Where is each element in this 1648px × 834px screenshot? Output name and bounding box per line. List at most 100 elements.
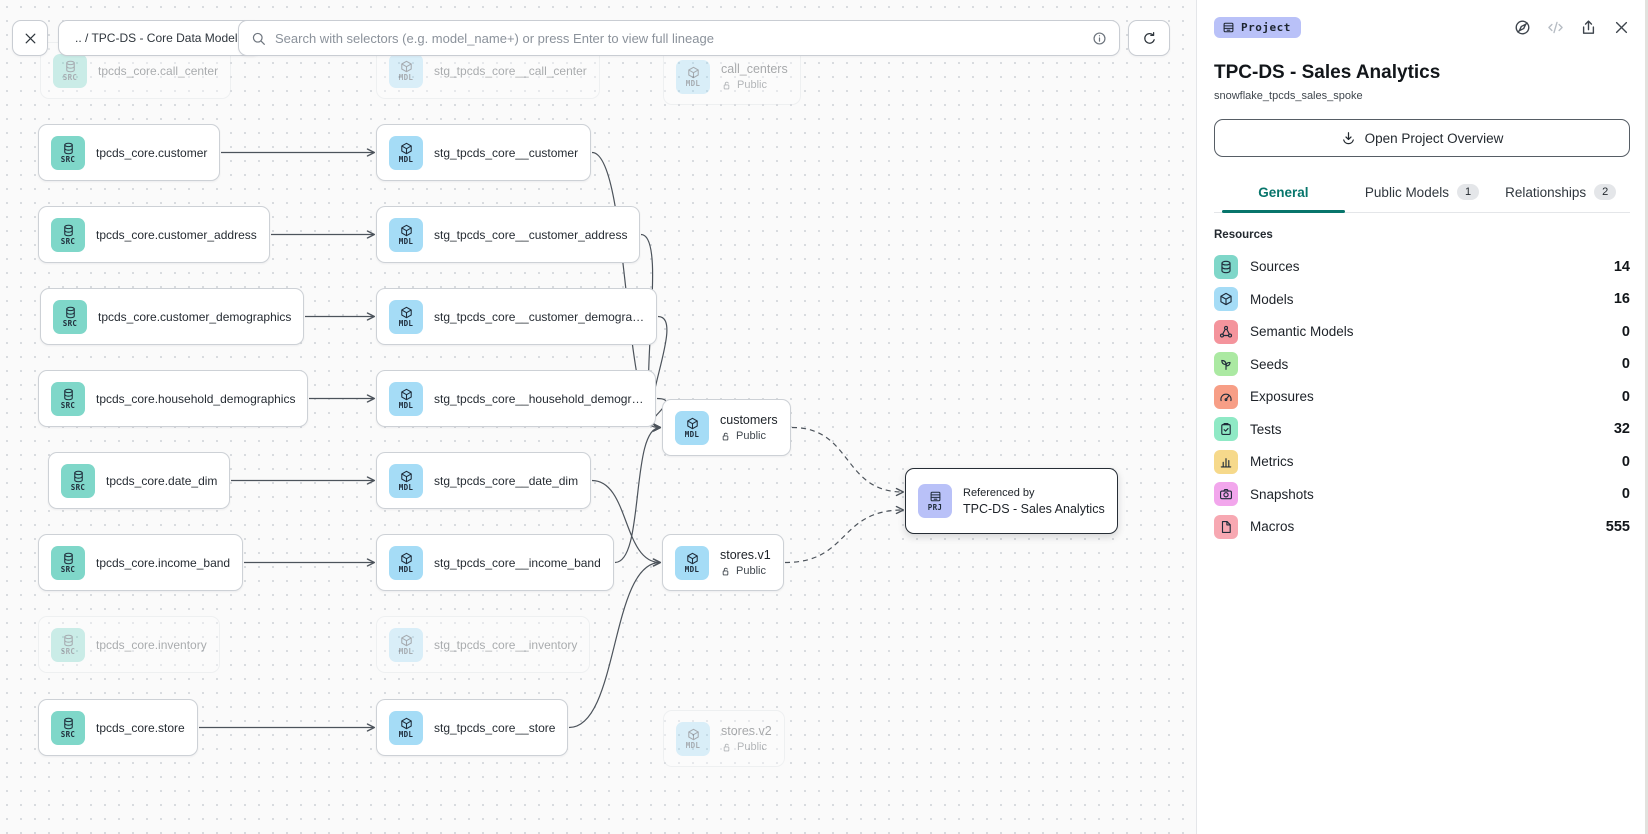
node-text: stg_tpcds_core__customer_address (434, 226, 627, 244)
graph-node-mdl_customer_address[interactable]: MDL stg_tpcds_core__customer_address (376, 206, 641, 263)
compass-icon[interactable] (1514, 19, 1531, 36)
resource-count: 0 (1621, 356, 1630, 373)
seedling-icon (1214, 352, 1238, 377)
edge-mdl_date_dim-to-pub_stores_v1 (591, 479, 662, 567)
mdl-badge: MDL (389, 627, 423, 662)
mdl-badge: MDL (389, 545, 423, 580)
node-text: tpcds_core.customer_demographics (98, 308, 291, 326)
resource-count: 0 (1621, 453, 1630, 470)
tab-count-badge: 1 (1456, 184, 1480, 200)
node-text: tpcds_core.customer (96, 144, 207, 162)
mdl-badge: MDL (389, 135, 423, 170)
node-text: tpcds_core.customer_address (96, 226, 257, 244)
node-text: stg_tpcds_core__customer (434, 144, 578, 162)
mdl-badge: MDL (389, 217, 423, 252)
code-slash-icon[interactable] (1547, 19, 1564, 36)
mdl-badge: MDL (389, 53, 423, 88)
resource-count: 16 (1613, 291, 1630, 308)
node-label: stg_tpcds_core__household_demogr… (434, 391, 644, 406)
node-label: tpcds_core.date_dim (106, 473, 218, 488)
project-icon (1222, 21, 1235, 34)
overview-button-label: Open Project Overview (1364, 130, 1504, 146)
node-access: Public (720, 430, 778, 442)
breadcrumb[interactable]: .. / TPC-DS - Core Data Models (58, 20, 261, 56)
mdl-badge: MDL (389, 381, 423, 416)
tab-label: Relationships (1505, 184, 1587, 200)
lineage-edges (199, 148, 905, 732)
node-text: stg_tpcds_core__income_band (434, 554, 601, 572)
refresh-lineage-button[interactable] (1128, 20, 1170, 56)
src-badge: SRC (51, 381, 85, 416)
mdl-badge: MDL (675, 410, 709, 445)
mdl-badge: MDL (676, 59, 710, 94)
graph-node-mdl_customer[interactable]: MDL stg_tpcds_core__customer (376, 124, 592, 181)
node-label: tpcds_core.customer (96, 145, 208, 160)
share-icon[interactable] (1580, 19, 1597, 36)
graph-node-prj_sales[interactable]: PRJ Referenced by TPC-DS - Sales Analytics (905, 468, 1118, 534)
node-title: TPC-DS - Sales Analytics (963, 501, 1105, 516)
info-icon[interactable] (1092, 31, 1107, 46)
tab-general[interactable]: General (1214, 172, 1353, 213)
resource-count: 0 (1621, 486, 1630, 503)
graph-node-mdl_income_band[interactable]: MDL stg_tpcds_core__income_band (376, 534, 614, 591)
breadcrumb-label: .. / TPC-DS - Core Data Models (75, 31, 244, 45)
node-title: customers (720, 413, 778, 427)
node-text: stg_tpcds_core__household_demogr… (434, 390, 643, 408)
close-icon[interactable] (1613, 19, 1630, 36)
node-title: stores.v1 (720, 548, 771, 562)
resource-row-metrics: Metrics 0 (1214, 446, 1630, 478)
tab-count-badge: 2 (1594, 184, 1617, 200)
src-badge: SRC (51, 217, 85, 252)
prj-badge: PRJ (918, 484, 952, 518)
graph-node-mdl_household_demographics[interactable]: MDL stg_tpcds_core__household_demogr… (376, 370, 657, 427)
gauge-icon (1214, 384, 1238, 409)
edge-mdl_store-to-pub_stores_v1 (568, 558, 662, 729)
clipboard-icon (1214, 417, 1238, 442)
node-label: tpcds_core.inventory (96, 637, 207, 652)
open-project-overview-button[interactable]: Open Project Overview (1214, 119, 1630, 157)
close-lineage-button[interactable] (12, 20, 48, 56)
node-text: tpcds_core.inventory (96, 636, 207, 654)
edge-pub_customers-to-prj_sales (791, 426, 905, 497)
search-input[interactable] (275, 30, 1083, 46)
resource-label: Metrics (1250, 454, 1294, 470)
node-label: tpcds_core.customer_address (96, 227, 257, 242)
tab-label: Public Models (1364, 184, 1449, 200)
node-toplabel: Referenced by (963, 486, 1035, 499)
node-text: stg_tpcds_core__date_dim (434, 472, 578, 490)
tab-public-models[interactable]: Public Models 1 (1353, 172, 1492, 212)
tab-relationships[interactable]: Relationships 2 (1491, 172, 1630, 212)
lineage-search[interactable] (238, 20, 1120, 56)
camera-icon (1214, 482, 1238, 507)
resource-label: Sources (1250, 259, 1300, 275)
graph-node-src_customer_address[interactable]: SRC tpcds_core.customer_address (38, 206, 270, 263)
window-scrollbar[interactable] (1645, 0, 1648, 834)
node-text: Referenced by TPC-DS - Sales Analytics (963, 487, 1105, 516)
src-badge: SRC (51, 710, 85, 745)
node-text: stg_tpcds_core__store (434, 719, 555, 737)
